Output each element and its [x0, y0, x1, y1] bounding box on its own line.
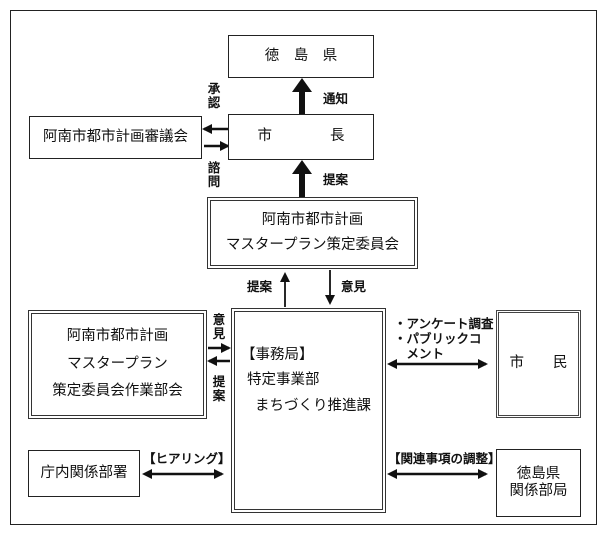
- diagram-frame: [10, 10, 597, 525]
- opinion-left-label: 意見: [212, 312, 226, 342]
- proposal-mid-label: 提案: [247, 279, 273, 294]
- city-departments-box: 庁内関係部署: [28, 450, 140, 497]
- working-group-label-line1: 阿南市都市計画: [66, 328, 169, 345]
- hearing-label: 【ヒアリング】: [143, 451, 231, 466]
- prefecture-departments-label-line2: 関係部局: [509, 483, 568, 499]
- secretariat-label-line1: 【事務局】: [241, 347, 314, 363]
- prefecture-departments-label-line1: 徳島県: [516, 465, 561, 482]
- secretariat-box: 【事務局】 特定事業部 まちづくり推進課: [231, 308, 386, 513]
- survey-label-line1: ・アンケート調査: [394, 316, 494, 331]
- committee-label-line1: 阿南市都市計画: [261, 211, 364, 228]
- secretariat-label-line3: まちづくり推進課: [255, 397, 371, 414]
- survey-label-line3: メント: [394, 346, 445, 361]
- approval-label: 承認: [207, 81, 221, 111]
- prefecture-departments-box: 徳島県 関係部局: [496, 449, 581, 517]
- tokushima-prefecture-label: 徳 島 県: [264, 47, 338, 64]
- notification-label: 通知: [323, 91, 349, 106]
- working-group-label-line2: マスタープラン: [67, 355, 168, 372]
- citizens-label: 市 民: [509, 355, 568, 372]
- council-box: 阿南市都市計画審議会: [29, 116, 202, 159]
- survey-label-group: ・アンケート調査 ・パブリックコ メント: [394, 316, 494, 361]
- proposal-top-label: 提案: [323, 172, 349, 187]
- survey-label-line2: ・パブリックコ: [394, 331, 482, 346]
- proposal-left-label: 提案: [212, 374, 226, 404]
- coordination-label: 【関連事項の調整】: [388, 451, 501, 466]
- mayor-box: 市 長: [228, 114, 374, 160]
- committee-box: 阿南市都市計画 マスタープラン策定委員会: [207, 197, 418, 269]
- working-group-box: 阿南市都市計画 マスタープラン 策定委員会作業部会: [28, 310, 207, 419]
- secretariat-label-line2: 特定事業部: [247, 372, 320, 389]
- council-label: 阿南市都市計画審議会: [43, 128, 188, 145]
- tokushima-prefecture-box: 徳 島 県: [228, 35, 374, 78]
- city-departments-label: 庁内関係部署: [40, 464, 128, 481]
- working-group-label-line3: 策定委員会作業部会: [52, 383, 183, 400]
- opinion-mid-label: 意見: [341, 279, 367, 294]
- citizens-box: 市 民: [496, 310, 581, 418]
- consultation-label: 諮問: [207, 160, 221, 190]
- mayor-label: 市 長: [257, 128, 345, 145]
- committee-proposal-arrow-head: [292, 160, 312, 174]
- notify-arrow-head: [292, 78, 312, 92]
- committee-label-line2: マスタープラン策定委員会: [225, 237, 400, 253]
